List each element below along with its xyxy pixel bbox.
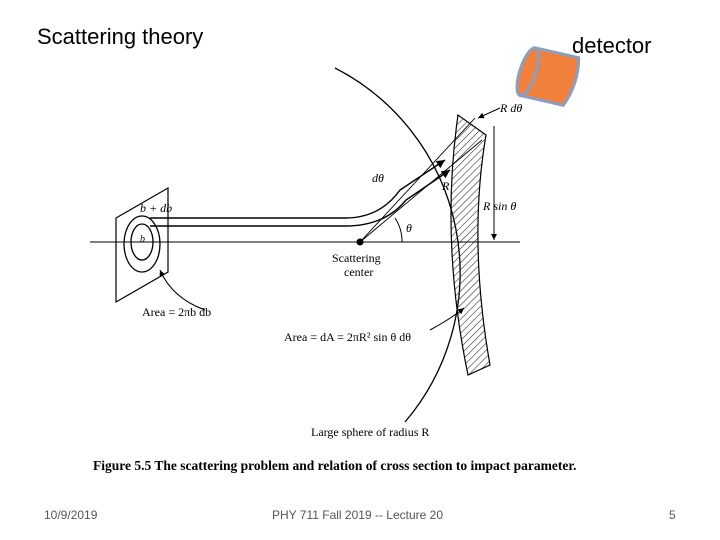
footer-page-number: 5 xyxy=(669,508,676,522)
incident-plane xyxy=(115,186,169,304)
theta-arc xyxy=(394,217,403,243)
radial-line-upper xyxy=(359,117,476,243)
label-scattering-line2: center xyxy=(344,265,373,279)
label-theta: θ xyxy=(406,221,412,235)
hatched-band xyxy=(450,113,491,376)
detector-label: detector xyxy=(572,33,652,58)
label-scattering-line1: Scattering xyxy=(332,251,381,265)
label-r-dtheta: R dθ xyxy=(499,101,522,115)
trajectory-upper xyxy=(150,159,446,219)
label-R: R xyxy=(441,179,450,193)
slide-title: Scattering theory xyxy=(37,24,204,49)
figure-caption: Figure 5.5 The scattering problem and re… xyxy=(93,458,577,473)
detector-icon xyxy=(515,46,581,107)
label-area-band: Area = dA = 2πR² sin θ dθ xyxy=(284,330,411,344)
label-area-ring: Area = 2πb db xyxy=(142,305,211,319)
impact-ring-outer xyxy=(123,215,161,273)
label-b-plus-db: b + db xyxy=(140,201,172,215)
footer-course: PHY 711 Fall 2019 -- Lecture 20 xyxy=(272,508,443,522)
area-band-pointer xyxy=(429,307,465,331)
label-sphere: Large sphere of radius R xyxy=(311,425,429,439)
area-ring-pointer xyxy=(159,269,206,311)
footer-date: 10/9/2019 xyxy=(44,508,98,522)
trajectory-lower xyxy=(150,169,451,227)
label-b: b xyxy=(140,234,145,245)
scattering-center-dot xyxy=(356,238,364,246)
label-dtheta: dθ xyxy=(372,171,384,185)
label-r-sin-theta: R sin θ xyxy=(482,199,516,213)
scattering-diagram: b + db b dθ R θ R dθ R sin θ Scattering … xyxy=(90,67,522,439)
impact-ring-inner xyxy=(130,223,154,261)
radial-line-lower xyxy=(359,139,483,243)
large-sphere-arc xyxy=(334,67,461,423)
r-dtheta-pointer xyxy=(477,107,501,119)
